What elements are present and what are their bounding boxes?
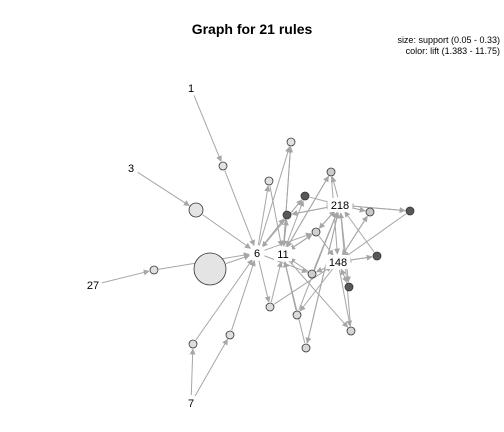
edge-49 <box>341 215 368 256</box>
item-label-bg-6 <box>327 198 353 212</box>
edge-12 <box>258 146 291 246</box>
edge-51 <box>280 146 292 247</box>
edge-63 <box>344 211 375 253</box>
edge-60 <box>273 265 332 305</box>
rule-node-14 <box>307 269 317 279</box>
graph-title: Graph for 21 rules <box>191 21 313 37</box>
item-label-bg-4 <box>251 246 263 260</box>
edge-57 <box>264 232 312 251</box>
item-label-bg-5 <box>274 247 292 261</box>
edge-39 <box>318 235 334 256</box>
edge-56 <box>298 211 338 311</box>
edge-59 <box>338 212 352 327</box>
item-labels: 1 3 27 7 6 11 218 148 <box>84 81 353 410</box>
rule-node-18 <box>282 210 292 220</box>
rule-node-16 <box>365 207 375 217</box>
legend-color: color: lift (1.383 - 11.75) <box>405 46 500 56</box>
item-label-6: 6 <box>254 248 260 260</box>
rule-node-3 <box>218 161 228 171</box>
item-label-bg-7 <box>325 255 351 269</box>
edge-36 <box>318 210 336 229</box>
edge-55 <box>306 212 340 344</box>
item-label-bg-2 <box>84 278 102 292</box>
rule-node-13 <box>311 227 321 237</box>
rule-node-12 <box>346 326 356 336</box>
edge-62 <box>344 213 407 258</box>
edge-10 <box>231 260 256 331</box>
rule-node-21 <box>344 282 354 292</box>
item-label-bg-3 <box>185 396 197 410</box>
rule-node-19 <box>405 206 415 216</box>
edge-61 <box>289 234 313 251</box>
item-label-bg-0 <box>185 81 197 95</box>
rule-node-8 <box>225 330 235 340</box>
edge-8 <box>225 254 250 264</box>
edge-35 <box>347 205 406 214</box>
edge-11 <box>257 185 271 246</box>
rule-node-1 <box>193 252 227 286</box>
rule-node-11 <box>301 343 311 353</box>
edge-64 <box>340 212 351 283</box>
edge-19 <box>283 261 306 344</box>
edge-0 <box>193 95 222 162</box>
item-label-3: 3 <box>128 163 134 175</box>
edge-3 <box>189 348 196 396</box>
edge-58 <box>264 255 308 274</box>
edge-9 <box>195 259 253 341</box>
edges <box>100 95 407 397</box>
rule-node-10 <box>292 310 302 320</box>
edge-17 <box>270 261 283 303</box>
edge-16 <box>269 185 284 247</box>
edge-2 <box>100 269 150 284</box>
item-label-7: 7 <box>188 398 194 410</box>
rule-node-7 <box>188 339 198 349</box>
legend-size: size: support (0.05 - 0.33) <box>397 35 500 45</box>
rule-node-2 <box>188 202 204 218</box>
edge-26 <box>287 259 349 328</box>
edge-52 <box>286 176 329 248</box>
edge-6 <box>202 214 251 249</box>
rule-nodes <box>149 137 415 353</box>
item-label-218: 218 <box>331 200 349 212</box>
item-label-148: 148 <box>329 257 347 269</box>
rule-node-6 <box>149 265 159 275</box>
item-label-1: 1 <box>188 83 194 95</box>
edge-48 <box>299 267 334 312</box>
rule-node-17 <box>300 191 310 201</box>
edge-4 <box>194 338 228 397</box>
rule-node-5 <box>264 176 274 186</box>
edge-33 <box>330 176 339 198</box>
edge-54 <box>281 219 288 247</box>
rule-node-20 <box>372 251 382 261</box>
item-label-27: 27 <box>87 280 99 292</box>
edge-13 <box>258 260 271 303</box>
edge-47 <box>339 269 353 327</box>
edge-37 <box>291 206 333 217</box>
edge-5 <box>224 170 255 247</box>
rule-node-9 <box>265 302 275 312</box>
item-label-11: 11 <box>277 249 288 261</box>
edge-1 <box>137 171 190 207</box>
edge-53 <box>261 199 303 248</box>
edge-23 <box>285 200 305 247</box>
rule-node-4 <box>286 137 296 147</box>
item-label-bg-1 <box>125 161 137 175</box>
edge-43 <box>330 176 340 255</box>
rule-node-15 <box>326 167 336 177</box>
